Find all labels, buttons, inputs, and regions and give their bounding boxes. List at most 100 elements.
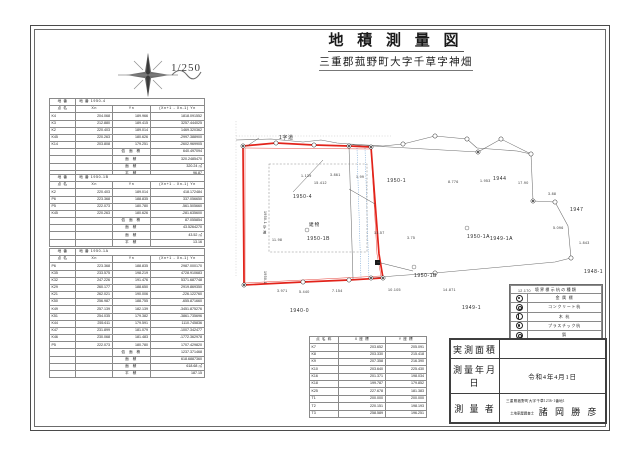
info-row-surveyor: 測 量 者 三重県菰野町大字千草1236-1番地1 土地家屋調査士 諸 岡 勝 … [450,393,606,423]
cell-point-name: K10 [309,365,339,374]
dimension-label: 15.412 [314,181,327,185]
cell-point-y: 198.034 [385,372,427,382]
cell-y: 189.014 [112,126,151,135]
cell-point-x: 199.787 [338,380,386,389]
cell-y: 181.079 [112,326,151,336]
cell-point: P6 [48,195,77,204]
cell-point: K50 [48,298,77,307]
cell-calc: 1237.371468 [149,348,206,357]
cell-calc: -561.505660 [149,202,206,211]
cell-point: K2 [48,188,77,197]
cell-calc: -281.635600 [149,209,206,219]
cell-y: 面 積 [112,355,151,364]
cell-x [75,155,114,164]
legend-row: 金 属 標 [510,293,602,304]
cell-calc: -2602.969905 [149,141,206,150]
cell-x [75,355,114,364]
cell-x: 222.073 [75,341,114,350]
cell-point [48,238,77,247]
cell-x: 260.177 [75,283,114,293]
date-value: 令和4年4月1日 [528,374,577,382]
cell-y: 188.835 [112,262,151,271]
cell-y: 倍 面 積 [112,348,151,357]
cell-x: 223.368 [75,262,114,271]
cell-point [48,217,77,226]
cell-y: 面 積 [112,231,151,240]
col-header-2: Yn [112,255,151,264]
surveyor-address: 三重県菰野町大字千草1236-1番地1 [506,398,565,403]
cell-point-y: 215.418 [385,350,427,359]
cell-calc: 320.24 ㎡ [149,162,206,171]
cell-point-x: 227.678 [338,387,386,396]
col-header-0: 点 名 [48,105,77,114]
cell-y: 179.382 [112,312,151,321]
cell-x: 231.899 [75,326,114,336]
dimension-label: 12.170 [518,289,531,293]
cell-point: K4 [48,112,77,121]
cell-x [75,217,114,226]
cell-point: K45 [48,133,77,143]
parcel-label-1950-1B: 1950-1B [414,273,438,279]
edge-label: 1950-1 字 道 [263,211,267,235]
cell-x [75,369,114,379]
cell-x [75,362,114,371]
cell-x: 255.611 [75,319,114,328]
cell-point: K35 [48,269,77,278]
col-header-1: Xn [75,181,114,190]
parcel-label-1948-1: 1948-1 [584,269,604,275]
cell-y: 191.476 [112,276,151,285]
parcel-label-1950-4: 1950-4 [293,194,313,200]
dimension-label: 1.843 [579,241,590,245]
surveyor-label: 測 量 者 [450,393,500,423]
cell-calc: 640.497094 [149,148,206,157]
cell-x [75,231,114,240]
cell-point-x: 200.000 [338,394,386,404]
legend-header: 境界標示杭の種類 [510,284,602,295]
cell-point-name: K16 [309,372,339,382]
edge-label: 1950-1 [263,271,267,284]
area-value [499,338,606,360]
cell-calc: 187.15 [149,369,206,379]
cell-calc: -1007.342477 [149,326,206,336]
pt-col-y: Y 座 標 [385,335,427,345]
cell-calc: 5371.687748 [149,276,206,285]
cell-point-name: T2 [309,402,339,411]
dimension-label: 3.88 [548,192,557,196]
parcel-label-1950-1: 1950-1 [387,178,407,184]
col-header-3: (Xn+1 - Xn-1) Yn [149,181,206,190]
cell-calc: 320.2485470 [149,155,206,164]
cell-calc: -655.871660 [149,298,206,307]
cell-point [48,162,77,171]
cell-point-y: 225.430 [385,365,427,374]
col-header-3: (Xn+1 - Xn-1) Yn [149,105,206,114]
caption-value: 地 番 1950-1B [75,173,205,183]
cell-point-name: K18 [309,380,339,389]
dimension-label: 11.98 [272,238,283,242]
caption-label: 地 番 [48,173,77,183]
cell-point [48,155,77,164]
parcel-label-1944: 1944 [493,176,507,182]
cell-calc: 1469.320362 [149,126,206,135]
dimension-label: 13.57 [374,231,385,235]
title-block: 地 積 測 量 図 三重郡菰野町大字千草字神畑 [281,32,511,71]
cell-y: 180.780 [112,202,151,211]
cell-point-name: K9 [309,357,339,367]
cell-y: 189.966 [112,112,151,121]
cell-x: 247.226 [75,276,114,285]
building-label: 建物 [309,222,321,227]
cell-point: P5 [48,202,77,211]
